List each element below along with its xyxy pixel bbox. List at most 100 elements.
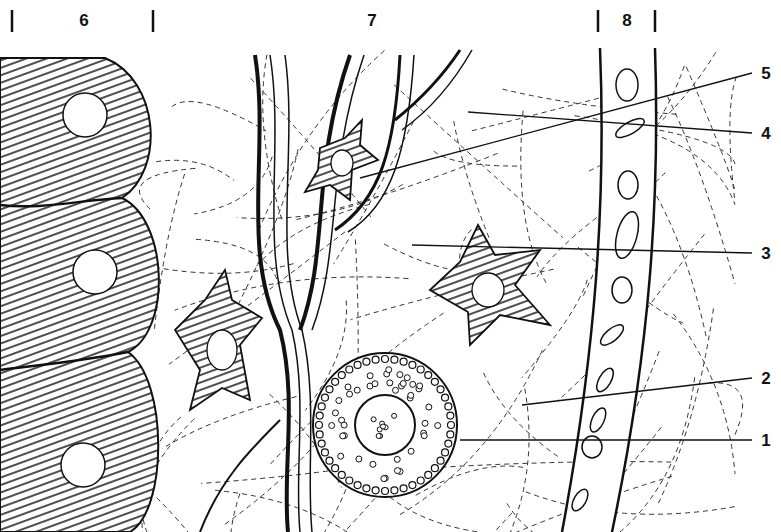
- granule: [417, 366, 424, 373]
- reticular-fiber: [215, 490, 389, 532]
- granule: [372, 356, 379, 363]
- granule: [316, 422, 323, 429]
- granule: [326, 457, 333, 464]
- callout-number: 4: [759, 124, 772, 143]
- tissue-cells: [0, 58, 159, 532]
- callout-number: 3: [759, 244, 772, 263]
- granule: [422, 420, 428, 426]
- granule: [408, 448, 414, 454]
- reticular-fiber: [526, 492, 735, 514]
- granule: [332, 378, 339, 385]
- granule: [338, 453, 344, 459]
- mast-cell: [313, 353, 457, 497]
- callout-number: 1: [759, 431, 772, 450]
- reticular-fiber: [156, 160, 234, 180]
- reticular-fiber: [508, 389, 529, 532]
- granule: [400, 358, 407, 365]
- granule: [391, 356, 398, 363]
- granule: [447, 412, 454, 419]
- granule: [336, 398, 342, 404]
- granule: [316, 431, 323, 438]
- granule: [370, 461, 376, 467]
- granule: [435, 423, 441, 429]
- granule: [409, 361, 416, 368]
- reticular-fiber: [537, 218, 597, 277]
- reticular-fiber: [230, 494, 240, 532]
- leader-lines: [360, 73, 752, 440]
- granule: [332, 465, 339, 472]
- granule: [437, 386, 444, 393]
- granule: [376, 433, 381, 438]
- granule: [400, 485, 407, 492]
- callout-number: 6: [77, 11, 90, 30]
- granule: [442, 394, 449, 401]
- granule: [387, 380, 393, 386]
- granule: [382, 356, 389, 363]
- granule: [347, 391, 353, 397]
- granule: [408, 392, 414, 398]
- granule: [354, 482, 361, 489]
- granule: [409, 482, 416, 489]
- reticular-fiber: [139, 168, 195, 209]
- granule: [318, 440, 325, 447]
- granule: [391, 487, 398, 494]
- granule: [372, 381, 378, 387]
- granule: [332, 410, 338, 416]
- granule: [318, 403, 325, 410]
- granule: [386, 367, 392, 373]
- callout-number: 5: [759, 64, 772, 83]
- granule: [445, 440, 452, 447]
- granule: [371, 417, 376, 422]
- granule: [382, 488, 389, 495]
- region-brackets: [12, 10, 655, 32]
- granule: [346, 366, 353, 373]
- granule: [363, 358, 370, 365]
- granule: [380, 424, 385, 429]
- reticular-fiber: [454, 121, 491, 241]
- granule: [425, 471, 432, 478]
- granule: [394, 456, 400, 462]
- reticular-fiber: [668, 97, 735, 284]
- callout-number: 7: [365, 11, 378, 30]
- granule: [426, 404, 432, 410]
- granule: [392, 387, 398, 393]
- reticular-fiber: [150, 264, 294, 274]
- reticular-fiber: [438, 462, 671, 468]
- reticular-fiber: [484, 373, 561, 459]
- granule: [338, 471, 345, 478]
- granule: [338, 372, 345, 379]
- granule: [417, 383, 423, 389]
- granule: [326, 386, 333, 393]
- granule: [321, 394, 328, 401]
- reticular-fiber: [232, 472, 353, 532]
- reticular-fiber: [522, 280, 588, 378]
- granule: [425, 372, 432, 379]
- granule: [448, 422, 455, 429]
- callout-number: 8: [620, 11, 633, 30]
- granule: [363, 485, 370, 492]
- granule: [445, 403, 452, 410]
- granule: [345, 384, 351, 390]
- granule: [397, 372, 403, 378]
- granule: [417, 477, 424, 484]
- granule: [356, 456, 362, 462]
- granule: [354, 387, 360, 393]
- granule: [367, 373, 373, 379]
- reticular-fiber: [673, 314, 735, 474]
- granule: [346, 477, 353, 484]
- granule: [431, 378, 438, 385]
- granule: [442, 449, 449, 456]
- reticular-fiber: [730, 77, 736, 203]
- granule: [447, 431, 454, 438]
- reticular-fiber: [336, 513, 512, 532]
- granule: [340, 433, 346, 439]
- granule: [404, 375, 410, 381]
- callout-number: 2: [759, 369, 772, 388]
- granule: [392, 413, 397, 418]
- granule: [437, 457, 444, 464]
- granule: [394, 468, 400, 474]
- granule: [400, 381, 406, 387]
- granule: [341, 422, 347, 428]
- granule: [410, 381, 416, 387]
